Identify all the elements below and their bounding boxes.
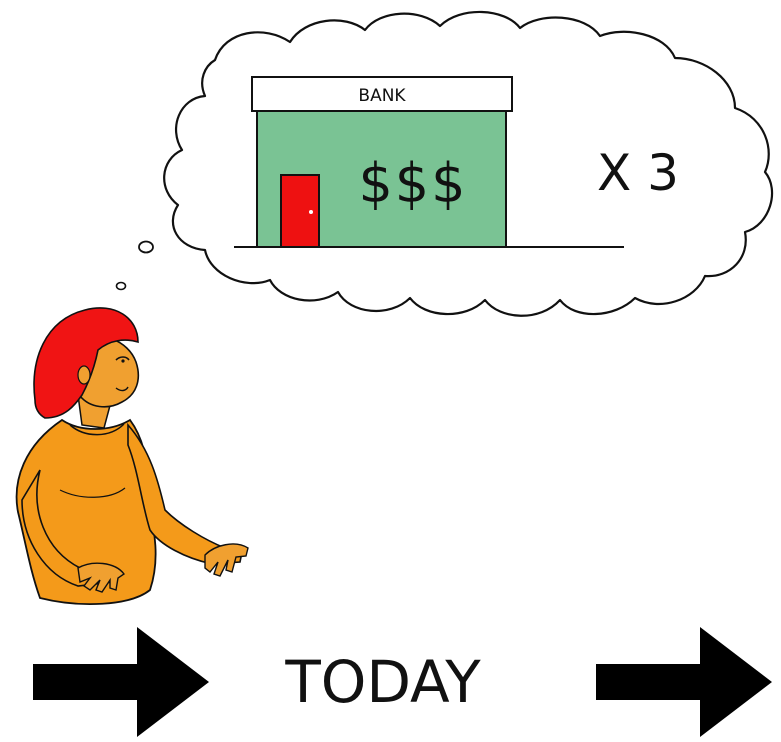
bank-sign-board	[251, 76, 513, 112]
right-arrow-icon	[596, 627, 772, 737]
timeline-label: TODAY	[284, 648, 481, 716]
multiplier-label: X 3	[597, 144, 679, 202]
woman-chest-line	[59, 487, 126, 498]
woman-arm-right	[127, 422, 243, 565]
woman-collar	[69, 423, 125, 436]
left-arrow-icon	[33, 627, 209, 737]
thought-dot-small	[115, 281, 127, 291]
woman-hair	[33, 307, 139, 419]
bank-sign-text: BANK	[358, 86, 406, 106]
woman-mouth	[115, 386, 129, 392]
bank-door	[280, 174, 320, 248]
woman-hand-left	[77, 562, 126, 593]
bank-building-icon: BANK $$$	[234, 76, 624, 248]
woman-figure	[15, 307, 249, 605]
woman-pupil	[121, 359, 125, 363]
thought-dot-large	[138, 240, 154, 254]
woman-eye	[115, 356, 130, 361]
timeline: TODAY	[33, 627, 772, 737]
door-knob	[309, 210, 313, 214]
woman-ear	[77, 365, 91, 385]
money-label: $$$	[358, 152, 467, 215]
woman-hand-right	[204, 543, 249, 577]
